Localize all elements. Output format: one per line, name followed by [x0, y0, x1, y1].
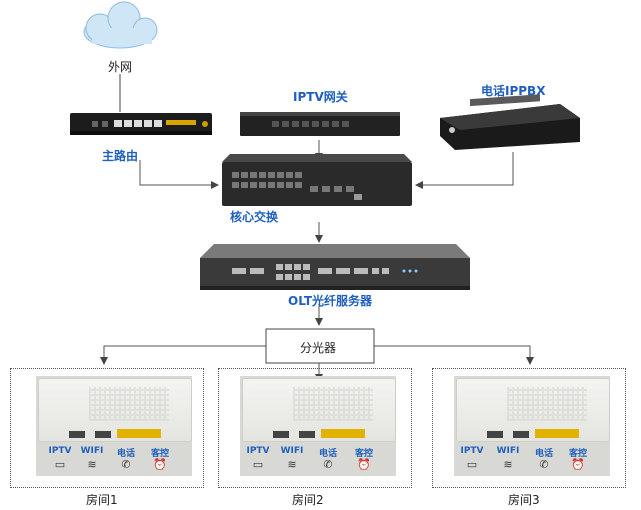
router-device	[70, 113, 212, 135]
room-3-box	[432, 368, 626, 488]
room-3-iptv-label: IPTV	[460, 446, 484, 456]
olt-device	[200, 244, 470, 290]
iptv-gateway-label: IPTV网关	[293, 90, 348, 104]
tv-icon: ▭	[252, 458, 264, 471]
router-label: 主路由	[102, 149, 139, 163]
alarm-clock-icon: ⏰	[571, 458, 585, 471]
room-1-control-label: 客控	[150, 449, 169, 459]
room-1-phone-label: 电话	[116, 449, 135, 459]
ippbx-label: 电话IPPBX	[481, 84, 546, 98]
room-2-phone-label: 电话	[318, 449, 337, 459]
room-2-ont	[242, 378, 396, 442]
ippbx-device	[440, 94, 580, 150]
core-switch-label: 核心交换	[230, 210, 279, 224]
internet-label: 外网	[108, 60, 133, 74]
phone-icon: ✆	[323, 458, 333, 471]
splitter-label: 分光器	[300, 341, 337, 355]
room-2-control-label: 客控	[354, 449, 373, 459]
room-3-control-label: 客控	[568, 449, 587, 459]
phone-icon: ✆	[121, 458, 131, 471]
room-1-box	[10, 368, 204, 488]
tv-icon: ▭	[466, 458, 478, 471]
room-3-phone-label: 电话	[534, 449, 553, 459]
wifi-icon: ≋	[503, 458, 513, 471]
wifi-icon: ≋	[87, 458, 97, 471]
wifi-icon: ≋	[287, 458, 297, 471]
splitter-box	[265, 328, 375, 364]
room-3-ont	[456, 378, 610, 442]
iptv-gateway-device	[240, 112, 400, 136]
tv-icon: ▭	[54, 458, 66, 471]
room-1-iptv-label: IPTV	[48, 446, 72, 456]
phone-icon: ✆	[539, 458, 549, 471]
alarm-clock-icon: ⏰	[153, 458, 167, 471]
room-2-wifi-label: WIFI	[280, 446, 304, 456]
room-2-box	[218, 368, 412, 488]
room-1-ont	[38, 378, 192, 442]
room-3-wifi-label: WIFI	[496, 446, 520, 456]
olt-label: OLT光纤服务器	[288, 294, 373, 308]
room-2-label: 房间2	[292, 493, 324, 507]
core-switch-device	[222, 154, 412, 206]
room-1-wifi-label: WIFI	[80, 446, 104, 456]
room-1-label: 房间1	[86, 493, 118, 507]
room-2-iptv-label: IPTV	[246, 446, 270, 456]
cloud-icon	[83, 1, 158, 49]
alarm-clock-icon: ⏰	[357, 458, 371, 471]
room-3-label: 房间3	[508, 493, 540, 507]
